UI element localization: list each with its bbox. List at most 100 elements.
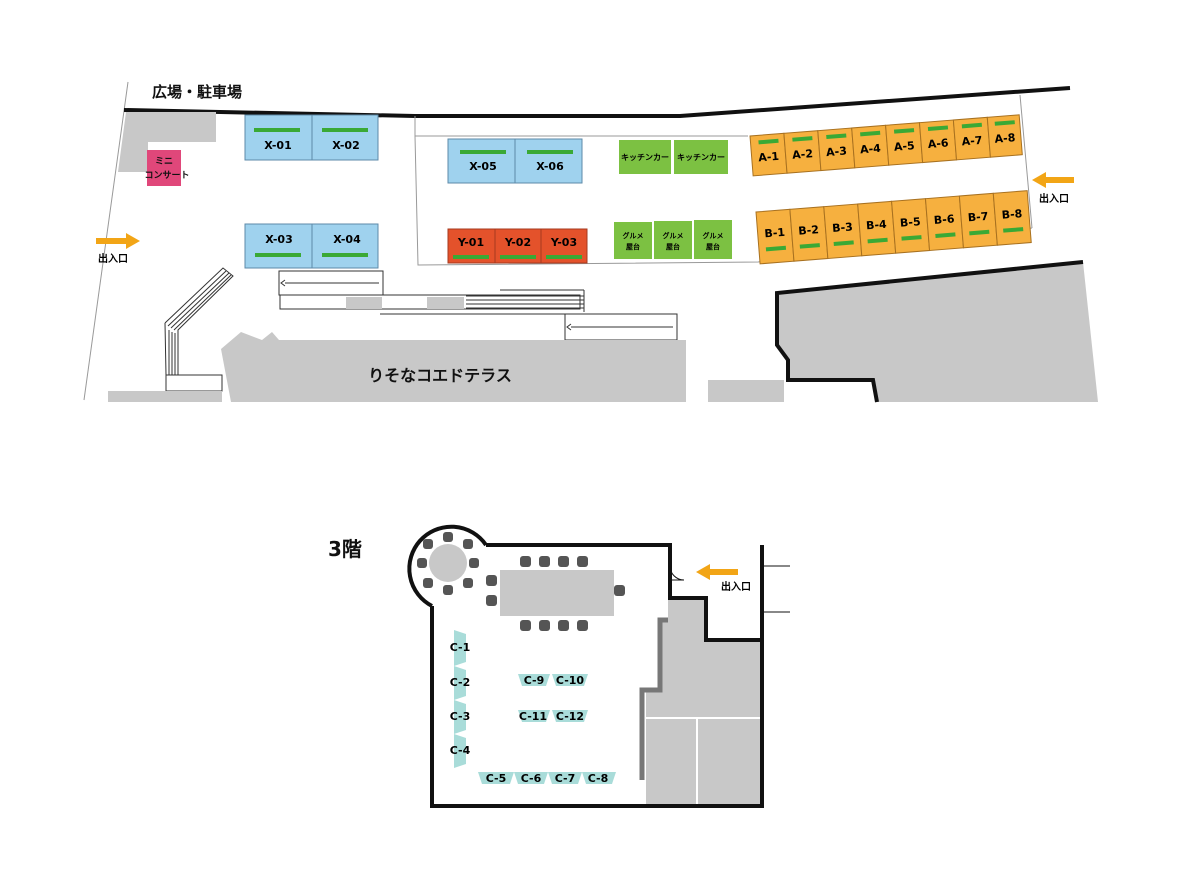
kitchen-car-1-label: キッチンカー <box>621 153 669 162</box>
booth-y-03[interactable]: Y-03 <box>540 228 588 264</box>
booth-c-4-label: C-4 <box>450 744 471 757</box>
booth-a-8[interactable]: A-8 <box>986 114 1023 158</box>
booth-c-4[interactable]: C-4 <box>450 734 471 768</box>
mini-concert-area[interactable]: ミニ コンサート <box>144 150 190 186</box>
booth-c-10[interactable]: C-10 <box>552 674 588 687</box>
booth-a-2[interactable]: A-2 <box>783 130 822 174</box>
booth-a-5-label: A-5 <box>893 139 915 154</box>
left-building <box>118 112 216 172</box>
long-table <box>486 556 625 631</box>
small-building <box>108 391 222 402</box>
booth-a-1[interactable]: A-1 <box>749 132 788 177</box>
booth-a-7-label: A-7 <box>961 134 983 149</box>
gray-pad-2 <box>427 297 464 309</box>
resona-terrace-building <box>221 332 659 402</box>
booth-b-4[interactable]: B-4 <box>857 200 897 257</box>
b-booth-row: B-1 B-2 B-3 B-4 B-5 B-6 <box>755 190 1032 265</box>
booth-a-6[interactable]: A-6 <box>918 119 958 164</box>
booth-a-4-label: A-4 <box>860 142 882 157</box>
booth-a-7[interactable]: A-7 <box>952 116 991 161</box>
booth-c-6[interactable]: C-6 <box>514 772 548 785</box>
booth-a-1-label: A-1 <box>758 150 780 165</box>
floor3-partition-wall <box>639 617 668 780</box>
booth-x-03[interactable]: X-03 <box>244 223 313 269</box>
round-table <box>417 532 479 595</box>
booth-x-05-label: X-05 <box>469 160 496 173</box>
booth-b-1-label: B-1 <box>764 226 786 241</box>
booth-x-06[interactable]: X-06 <box>514 138 583 184</box>
booth-a-8-label: A-8 <box>994 131 1016 146</box>
booth-c-3[interactable]: C-3 <box>450 700 471 734</box>
booth-a-4[interactable]: A-4 <box>851 124 890 169</box>
booth-c-7[interactable]: C-7 <box>548 772 582 785</box>
gourmet-stall-1[interactable]: グルメ 屋台 <box>614 222 652 259</box>
booth-b-7[interactable]: B-7 <box>958 192 998 249</box>
arrow-right-icon <box>96 233 140 249</box>
booth-c-12-label: C-12 <box>556 710 584 723</box>
gourmet-stall-1-label-b: 屋台 <box>626 242 640 251</box>
booth-b-3[interactable]: B-3 <box>823 203 863 260</box>
booth-a-3[interactable]: A-3 <box>817 127 856 172</box>
gray-pad-1 <box>346 297 382 309</box>
booth-b-5[interactable]: B-5 <box>891 198 931 254</box>
booth-c-8[interactable]: C-8 <box>582 772 616 785</box>
gourmet-stall-1-label-a: グルメ <box>623 231 644 240</box>
gourmet-stall-2-label-a: グルメ <box>663 231 684 240</box>
gourmet-stall-2-label-b: 屋台 <box>666 242 680 251</box>
venue-outline-top <box>414 116 748 137</box>
booth-b-6-label: B-6 <box>933 212 955 227</box>
terrace-extension <box>659 340 686 402</box>
booth-y-03-label: Y-03 <box>550 236 577 249</box>
right-building-outline <box>775 260 1084 403</box>
entrance-right-label: 出入口 <box>1039 192 1069 205</box>
booth-b-1[interactable]: B-1 <box>755 208 795 265</box>
booth-b-6[interactable]: B-6 <box>924 195 964 252</box>
a-booth-row: A-1 A-2 A-3 A-4 A-5 A-6 <box>749 114 1023 177</box>
booth-a-2-label: A-2 <box>792 147 814 162</box>
booth-c-8-label: C-8 <box>588 772 609 785</box>
booth-c-10-label: C-10 <box>556 674 585 687</box>
booth-c-1[interactable]: C-1 <box>450 630 471 666</box>
booth-c-5[interactable]: C-5 <box>478 772 514 785</box>
booth-c-12[interactable]: C-12 <box>552 710 588 723</box>
booth-y-02[interactable]: Y-02 <box>494 228 542 264</box>
kitchen-car-1[interactable]: キッチンカー <box>619 140 671 174</box>
entrance-right[interactable]: 出入口 <box>1032 172 1074 205</box>
floor3-entrance-label: 出入口 <box>721 580 751 593</box>
booth-c-7-label: C-7 <box>555 772 576 785</box>
booth-a-5[interactable]: A-5 <box>885 122 924 166</box>
booth-b-2[interactable]: B-2 <box>789 206 829 262</box>
booth-x-04[interactable]: X-04 <box>311 223 379 269</box>
mini-concert-label-1: ミニ <box>155 156 173 167</box>
booth-y-01[interactable]: Y-01 <box>447 228 496 264</box>
booth-a-3-label: A-3 <box>826 144 848 159</box>
kitchen-car-2[interactable]: キッチンカー <box>674 140 728 174</box>
booth-c-2[interactable]: C-2 <box>450 666 471 700</box>
door-swing-icon <box>669 565 685 581</box>
mini-concert-label-2: コンサート <box>144 170 189 181</box>
booth-b-8[interactable]: B-8 <box>992 190 1032 246</box>
booth-x-01-label: X-01 <box>264 139 291 152</box>
booth-c-6-label: C-6 <box>521 772 542 785</box>
gourmet-stall-3[interactable]: グルメ 屋台 <box>694 220 732 259</box>
terrace-label: りそなコエドテラス <box>368 366 512 385</box>
booth-x-02[interactable]: X-02 <box>311 114 379 161</box>
arrow-left-icon <box>1032 172 1074 188</box>
booth-c-11[interactable]: C-11 <box>518 710 550 723</box>
booth-x-04-label: X-04 <box>333 233 361 246</box>
floor3-entrance[interactable]: 出入口 <box>696 564 751 593</box>
gourmet-stall-2[interactable]: グルメ 屋台 <box>654 221 692 259</box>
booth-x-01[interactable]: X-01 <box>244 114 313 161</box>
plaza-parking-label: 広場・駐車場 <box>152 83 242 101</box>
floor3-service-area <box>646 598 760 806</box>
booth-x-05[interactable]: X-05 <box>447 138 516 184</box>
booth-x-02-label: X-02 <box>332 139 359 152</box>
plaza-road-line <box>123 86 1071 118</box>
booth-b-5-label: B-5 <box>900 215 922 230</box>
booth-c-9[interactable]: C-9 <box>518 674 550 687</box>
booth-y-02-label: Y-02 <box>504 236 531 249</box>
booth-x-06-label: X-06 <box>536 160 564 173</box>
entrance-left[interactable]: 出入口 <box>96 233 140 265</box>
booth-c-5-label: C-5 <box>486 772 507 785</box>
